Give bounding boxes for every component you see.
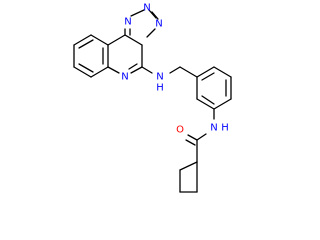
atom-n-amide: N xyxy=(210,123,217,134)
bonds xyxy=(73,9,232,193)
bond xyxy=(78,63,94,73)
bond xyxy=(169,66,181,74)
atom-n-amine: N xyxy=(156,72,163,83)
atom-o-carbonyl: O xyxy=(176,125,184,136)
bond xyxy=(201,95,215,105)
bond xyxy=(107,66,120,74)
atom-h-amide: H xyxy=(221,123,229,134)
bond xyxy=(90,34,109,46)
molecule-canvas: N N N N N H N H O xyxy=(73,3,232,193)
atom-labels: N N N N N H N H O xyxy=(121,3,229,136)
bond xyxy=(179,161,198,171)
bond xyxy=(196,66,215,78)
bond xyxy=(107,34,126,46)
bond xyxy=(90,66,109,78)
bond xyxy=(179,66,198,78)
bond xyxy=(151,11,159,20)
atom-n-quinazoline: N xyxy=(121,72,128,83)
bond xyxy=(73,66,92,78)
atom-n-triazole-left: N xyxy=(124,17,131,28)
bond xyxy=(130,66,143,74)
bond xyxy=(185,139,196,146)
bond xyxy=(196,98,215,110)
bond xyxy=(213,66,232,78)
atom-n-triazole-top: N xyxy=(143,3,150,14)
bond xyxy=(196,133,207,141)
bond xyxy=(78,39,94,49)
atom-n-triazole-bridge: N xyxy=(155,19,162,30)
bond xyxy=(148,9,157,19)
bond xyxy=(187,134,198,141)
molecule-structure: N N N N N H N H O xyxy=(73,3,232,193)
bond xyxy=(128,63,138,70)
atom-h-amine: H xyxy=(156,83,164,94)
bond xyxy=(146,28,156,38)
bond xyxy=(213,98,232,110)
bond xyxy=(130,9,145,17)
bond xyxy=(201,72,215,81)
bond xyxy=(73,34,92,46)
bond xyxy=(141,66,153,74)
bond xyxy=(124,34,143,46)
